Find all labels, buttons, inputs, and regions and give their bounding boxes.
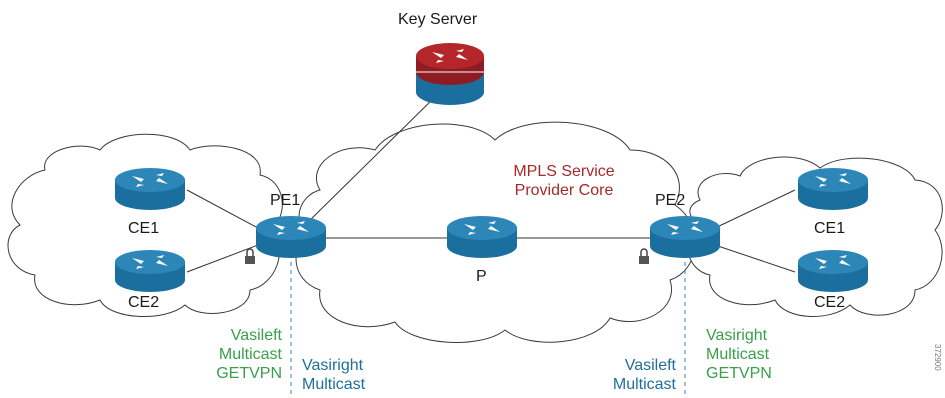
router-icon — [650, 216, 720, 258]
link-pe2-ce2 — [714, 244, 796, 273]
router-icon — [798, 168, 868, 210]
lock-icon — [245, 248, 255, 264]
link-pe2-ce1 — [714, 189, 796, 229]
router-icon — [256, 216, 326, 258]
p-label: P — [476, 268, 487, 285]
pe2-right-annotation: Vasiright Multicast GETVPN — [706, 326, 772, 383]
key-server-icon — [416, 43, 484, 105]
right-cloud — [687, 156, 943, 317]
lock-icon — [639, 248, 649, 264]
key-server-label: Key Server — [398, 11, 478, 28]
core-title-line1: MPLS Service — [513, 163, 615, 180]
annotation-line: Vasiright — [302, 357, 364, 374]
core-title: MPLS Service Provider Core — [494, 162, 634, 200]
right-ce2-label: CE2 — [814, 294, 846, 311]
pe2-label: PE2 — [655, 192, 686, 209]
core-title-line2: Provider Core — [514, 182, 614, 199]
link-ce1-pe1 — [186, 189, 259, 229]
pe2-left-annotation: Vasileft Multicast — [580, 356, 676, 394]
link-ce2-pe1 — [186, 244, 259, 273]
figure-id: 372900 — [933, 344, 942, 371]
annotation-line: Multicast — [302, 376, 366, 393]
annotation-line: Multicast — [218, 346, 282, 363]
router-icon — [115, 250, 185, 292]
router-icon — [115, 168, 185, 210]
left-cloud — [7, 133, 283, 317]
left-ce1-label: CE1 — [128, 220, 160, 237]
annotation-line: GETVPN — [216, 365, 282, 382]
annotation-line: GETVPN — [706, 365, 772, 382]
pe1-right-annotation: Vasiright Multicast — [302, 356, 365, 394]
annotation-line: Vasiright — [706, 327, 768, 344]
router-icon — [447, 216, 517, 258]
router-icon — [798, 250, 868, 292]
annotation-line: Vasileft — [230, 327, 282, 344]
annotation-line: Vasileft — [624, 357, 676, 374]
pe1-left-annotation: Vasileft Multicast GETVPN — [180, 326, 282, 383]
pe1-label: PE1 — [270, 192, 301, 209]
link-pe1-keyserver — [304, 91, 441, 226]
annotation-line: Multicast — [706, 346, 770, 363]
left-ce2-label: CE2 — [128, 294, 160, 311]
right-ce1-label: CE1 — [814, 220, 846, 237]
annotation-line: Multicast — [612, 376, 676, 393]
